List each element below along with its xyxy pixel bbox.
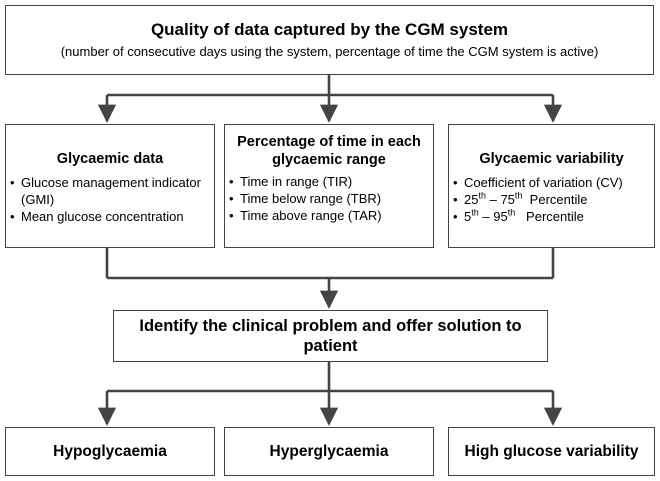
clinical-problem-box: Identify the clinical problem and offer … [113,310,548,362]
list-item: Time in range (TIR) [229,173,429,190]
glycaemic-variability-box: Glycaemic variability Coefficient of var… [448,124,655,248]
glycaemic-data-title: Glycaemic data [56,151,164,167]
glycaemic-data-box: Glycaemic data Glucose management indica… [5,124,215,248]
hypoglycaemia-label: Hypoglycaemia [53,442,167,460]
high-glucose-variability-box: High glucose variability [448,427,655,476]
glycaemic-variability-title: Glycaemic variability [479,151,624,167]
high-glucose-variability-label: High glucose variability [464,442,639,460]
hyperglycaemia-box: Hyperglycaemia [224,427,434,476]
percentile-item: 25th – 75th Percentile [453,191,650,208]
list-item: Glucose management indicator (GMI) [10,174,210,208]
time-in-range-title: Percentage of time in each glycaemic ran… [237,134,421,168]
list-item: Mean glucose concentration [10,208,210,225]
list-item: Time below range (TBR) [229,190,429,207]
list-item: Time above range (TAR) [229,207,429,224]
clinical-problem-label: Identify the clinical problem and offer … [139,317,522,355]
list-item: Coefficient of variation (CV) [453,174,650,191]
hypoglycaemia-box: Hypoglycaemia [5,427,215,476]
data-quality-subtitle: (number of consecutive days using the sy… [60,44,599,59]
percentile-item: 5th – 95th Percentile [453,208,650,225]
data-quality-title: Quality of data captured by the CGM syst… [150,20,509,39]
data-quality-box: Quality of data captured by the CGM syst… [5,5,654,75]
time-in-range-box: Percentage of time in each glycaemic ran… [224,124,434,248]
hyperglycaemia-label: Hyperglycaemia [269,442,389,460]
